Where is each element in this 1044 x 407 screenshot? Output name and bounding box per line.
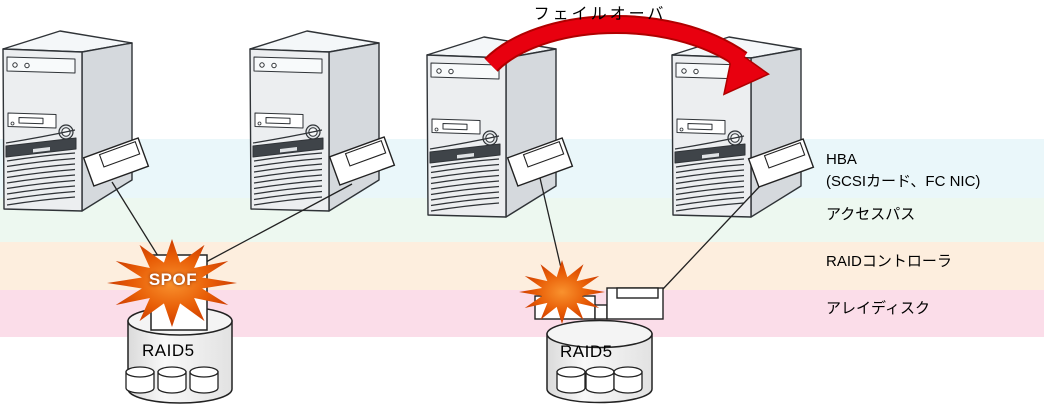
raid5-right-label: RAID5 [560, 342, 613, 361]
connection-line-server4 [662, 185, 761, 290]
disk-icon [125, 366, 155, 394]
server-tower-2 [249, 30, 380, 212]
arrow-shaft [485, 16, 747, 71]
label-array-disk: アレイディスク [826, 300, 930, 317]
disk-icon [189, 366, 219, 394]
disks-right [556, 366, 643, 394]
disks-left [125, 366, 219, 394]
label-raid-controller: RAIDコントローラ [826, 253, 952, 270]
disk-icon [556, 366, 586, 394]
failover-label: フェイルオーバ [533, 6, 667, 23]
arrow-head [718, 39, 767, 93]
controller-connector [616, 287, 659, 299]
label-hba-sublabel: (SCSIカード、FC NIC) [826, 173, 981, 190]
label-hba: HBA [826, 151, 857, 168]
failover-arrow-icon [484, 14, 770, 96]
disk-icon [585, 366, 615, 394]
raid5-left-label: RAID5 [142, 341, 195, 360]
disk-icon [157, 366, 187, 394]
disk-icon [613, 366, 643, 394]
connection-line-server2 [205, 183, 353, 263]
label-access-path: アクセスパス [826, 206, 916, 223]
spof-label: SPOF [148, 270, 198, 289]
